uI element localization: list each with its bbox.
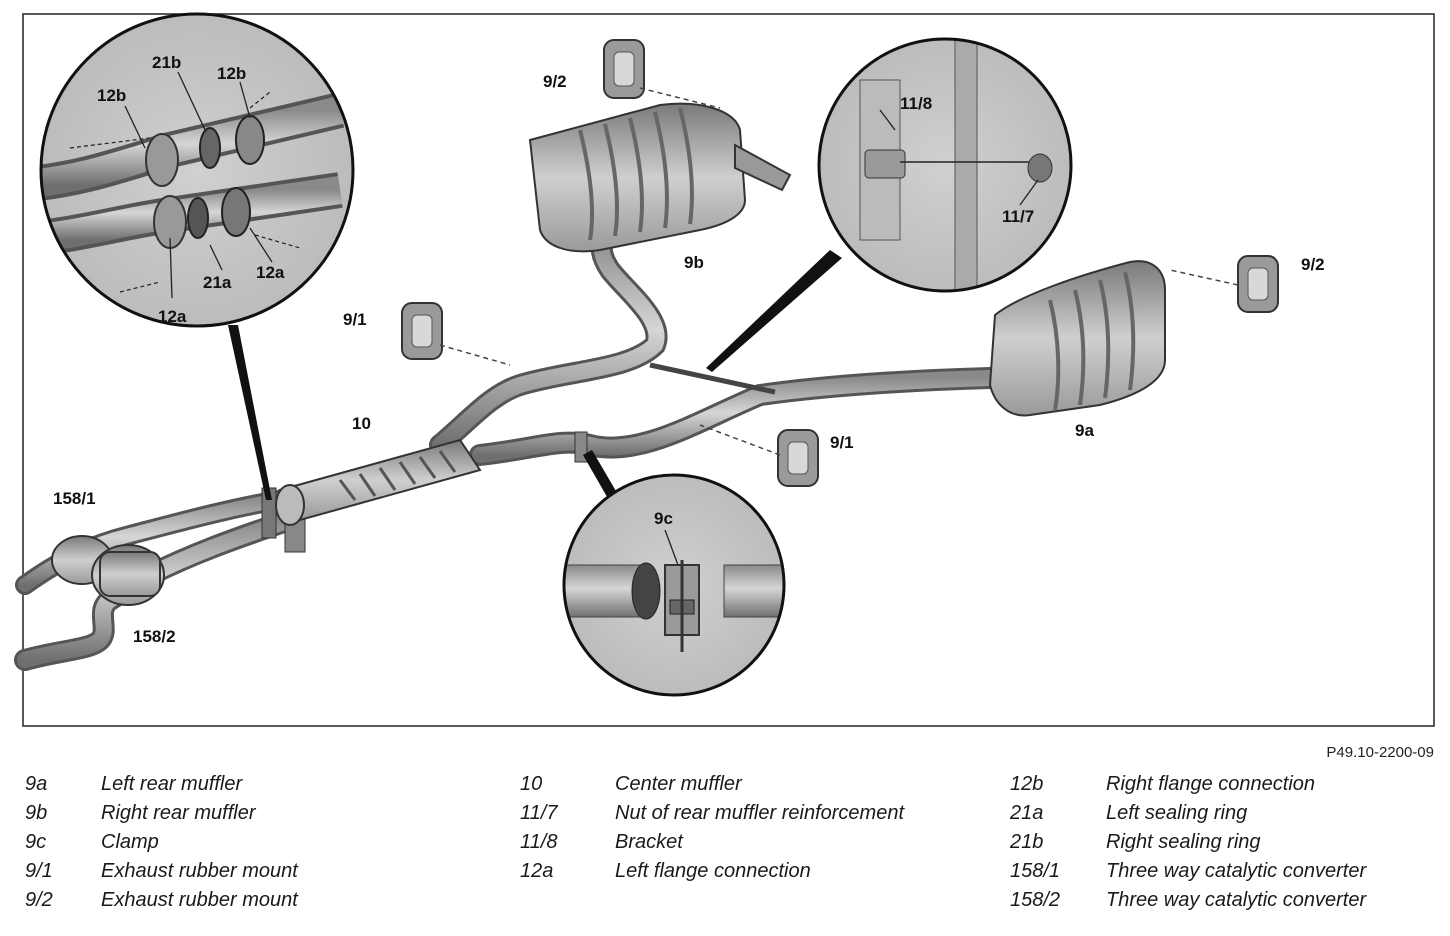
pointer-left-detail [228, 325, 272, 500]
exhaust-pipes [14, 224, 1001, 671]
callout-10: 10 [352, 414, 371, 433]
legend-desc: Center muffler [615, 773, 742, 795]
legend-code: 9/2 [25, 889, 53, 911]
detail-clamp [562, 473, 786, 697]
callout-9-2-top: 9/2 [543, 72, 567, 91]
legend-column-3: 12b Right flange connection 21a Left seali… [1010, 770, 1366, 915]
callout-12a-bottom: 12a [158, 307, 187, 326]
right-rear-muffler [528, 102, 792, 253]
legend-desc: Left sealing ring [1106, 802, 1248, 824]
callout-11-7: 11/7 [1002, 207, 1034, 226]
figure-code: P49.10-2200-09 [1326, 744, 1434, 761]
legend-row: 12b Right flange connection [1010, 770, 1366, 799]
rubber-mount-9-2-right [1169, 255, 1279, 313]
callout-21a: 21a [203, 273, 232, 292]
callout-12a-right: 12a [256, 263, 285, 282]
legend-row: 9c Clamp [25, 828, 298, 857]
callout-9-2-right: 9/2 [1301, 255, 1325, 274]
legend-column-1: 9a Left rear muffler 9b Right rear muffler… [25, 770, 298, 915]
callout-labels: 9/2 9b 11/8 11/7 9/2 9/1 9a 10 9/1 158/1… [53, 53, 1325, 646]
callout-158-1: 158/1 [53, 489, 96, 508]
legend-row: 158/2 Three way catalytic converter [1010, 886, 1366, 915]
callout-12b-top: 12b [217, 64, 246, 83]
legend-desc: Clamp [101, 831, 159, 853]
rubber-mount-9-2-top [603, 39, 721, 109]
left-rear-muffler [988, 260, 1166, 417]
legend-code: 9a [25, 773, 48, 795]
legend-code: 9/1 [25, 860, 53, 882]
legend-code: 21b [1010, 831, 1044, 853]
legend-code: 12b [1010, 773, 1044, 795]
callout-9b: 9b [684, 253, 704, 272]
legend-row: 11/8 Bracket [520, 828, 904, 857]
callout-11-8: 11/8 [900, 94, 932, 113]
legend-row: 11/7 Nut of rear muffler reinforcement [520, 799, 904, 828]
pointer-right-detail [706, 250, 842, 372]
legend-row: 10 Center muffler [520, 770, 904, 799]
legend-row: 9/1 Exhaust rubber mount [25, 857, 298, 886]
legend-column-2: 10 Center muffler 11/7 Nut of rear muffler… [520, 770, 904, 886]
callout-9c: 9c [654, 509, 673, 528]
legend-row: 21b Right sealing ring [1010, 828, 1366, 857]
rubber-mount-9-1-left [401, 302, 511, 366]
center-muffler [275, 438, 482, 526]
detail-bracket [817, 37, 1073, 293]
legend-code: 11/7 [520, 802, 558, 824]
legend-code: 10 [520, 773, 543, 795]
rubber-mount-9-1-right [699, 424, 819, 487]
callout-9-1-right: 9/1 [830, 433, 854, 452]
legend-desc: Right rear muffler [101, 802, 256, 824]
legend-code: 21a [1010, 802, 1044, 824]
callout-158-2: 158/2 [133, 627, 176, 646]
legend-code: 9c [25, 831, 47, 853]
legend-code: 158/2 [1010, 889, 1061, 911]
legend-desc: Exhaust rubber mount [101, 889, 298, 911]
callout-12b-left: 12b [97, 86, 126, 105]
legend-desc: Three way catalytic converter [1106, 889, 1367, 911]
legend-desc: Three way catalytic converter [1106, 860, 1367, 882]
pointer-bottom-detail [583, 450, 620, 502]
legend-code: 9b [25, 802, 48, 824]
legend-desc: Nut of rear muffler reinforcement [615, 802, 904, 824]
legend-desc: Left rear muffler [101, 773, 243, 795]
legend-desc: Right sealing ring [1106, 831, 1261, 853]
legend-desc: Exhaust rubber mount [101, 860, 298, 882]
callout-21b: 21b [152, 53, 181, 72]
legend-row: 12a Left flange connection [520, 857, 904, 886]
legend-code: 11/8 [520, 831, 558, 853]
legend-desc: Right flange connection [1106, 773, 1316, 795]
legend-code: 158/1 [1010, 860, 1061, 882]
legend-row: 9a Left rear muffler [25, 770, 298, 799]
legend-row: 9/2 Exhaust rubber mount [25, 886, 298, 915]
legend-row: 158/1 Three way catalytic converter [1010, 857, 1366, 886]
legend-desc: Left flange connection [615, 860, 811, 882]
legend-row: 21a Left sealing ring [1010, 799, 1366, 828]
callout-9-1-left: 9/1 [343, 310, 367, 329]
legend-code: 12a [520, 860, 554, 882]
legend-desc: Bracket [615, 831, 683, 853]
legend-row: 9b Right rear muffler [25, 799, 298, 828]
callout-9a: 9a [1075, 421, 1094, 440]
catalytic-converters [51, 535, 165, 606]
exhaust-system-diagram: 9/2 9b 11/8 11/7 9/2 9/1 9a 10 9/1 158/1… [14, 12, 1435, 727]
